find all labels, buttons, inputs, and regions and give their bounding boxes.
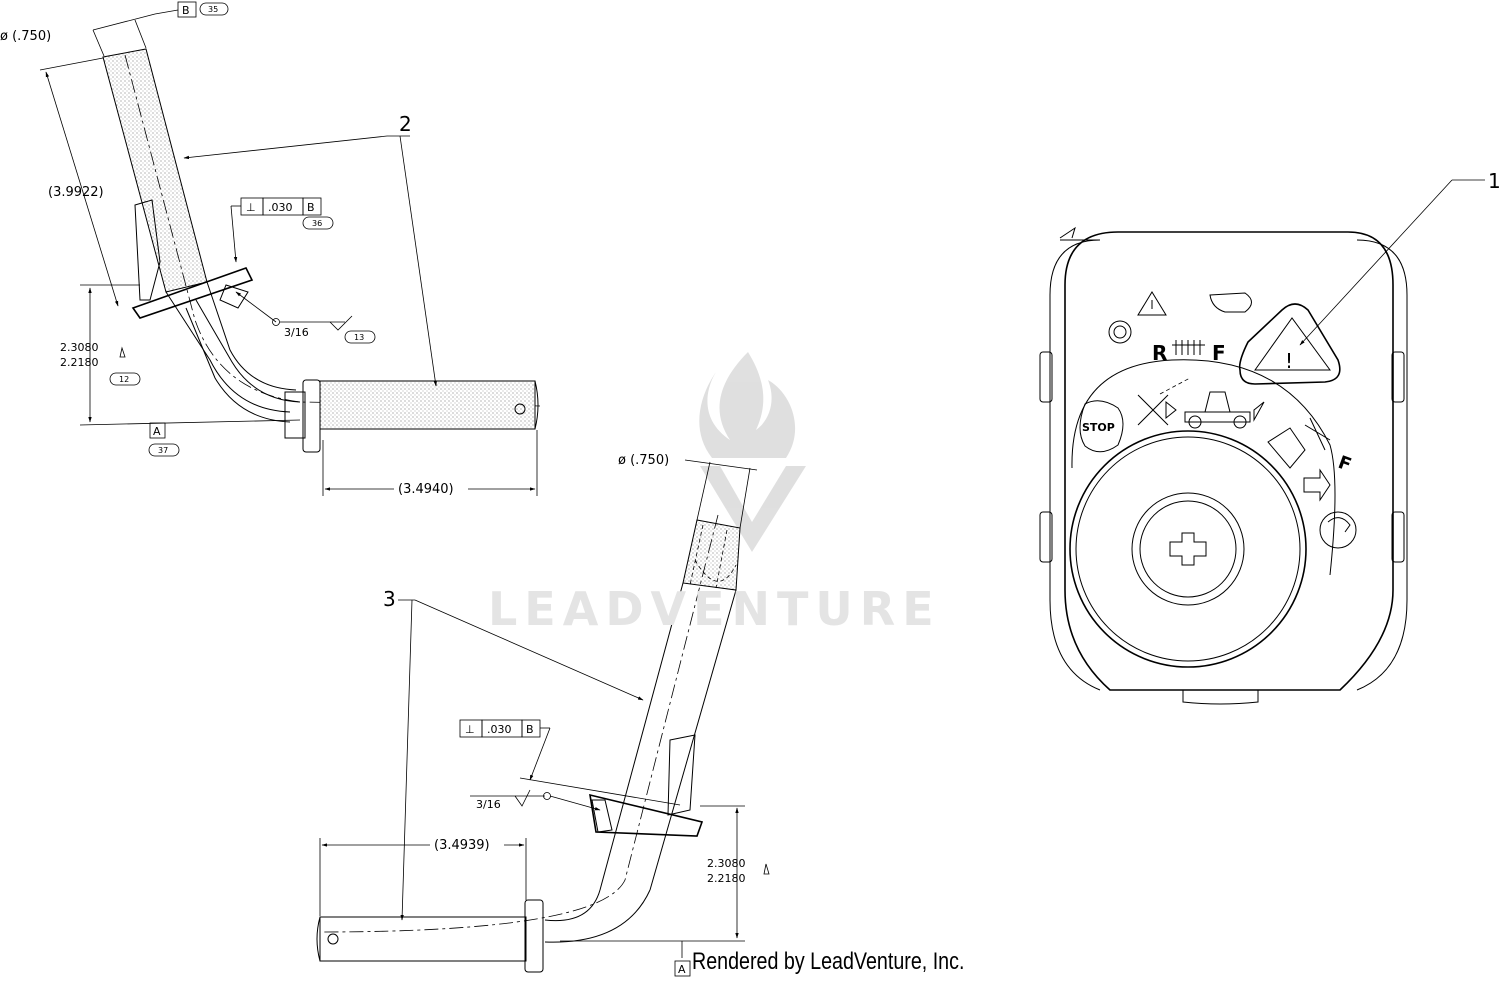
dim-upper-leg: (3.4940) (398, 482, 454, 497)
shaft-upper-bend-edge2 (195, 299, 301, 403)
callout-part-3: 3 (383, 587, 396, 611)
credit-text: Rendered by LeadVenture, Inc. (692, 948, 965, 975)
shaft-lower-leg (319, 916, 527, 962)
lower-perp-tolerance: .030 (487, 723, 512, 736)
watermark-text: LEADVENTURE (488, 582, 941, 636)
warning-triangle-icon (1254, 317, 1331, 371)
perp-ref: 36 (312, 219, 322, 228)
mower-icon (1184, 391, 1251, 429)
shaft-lower: ø (.750) ⊥ .030 B 3/16 (3.4939) 2.3080 (316, 453, 770, 977)
shaft-lower-gusset (667, 734, 696, 816)
perp-datum: B (307, 201, 315, 214)
shaft-upper-leg-end (534, 380, 539, 430)
lower-datum-a-label: A (678, 963, 686, 976)
caution-icon (1137, 291, 1167, 316)
dim-upper-dia-line (92, 13, 156, 31)
switch-tab-left-bottom (1039, 511, 1053, 563)
shaft-upper-bend-inner (206, 281, 297, 391)
no-person-icon (1137, 394, 1169, 426)
lower-height-min: 2.2180 (707, 872, 746, 885)
lower-perp-symbol: ⊥ (465, 723, 475, 736)
shaft-lower-collar (524, 899, 544, 973)
shaft-upper-hub (284, 391, 306, 439)
datum-b-label: B (182, 4, 190, 17)
reverse-label: R (1152, 341, 1167, 365)
shaft-upper-gusset (134, 199, 161, 301)
stop-label: STOP (1082, 421, 1115, 434)
warning-button (1238, 303, 1341, 385)
blade-icon (1304, 417, 1331, 451)
shaft-lower-centerline (319, 514, 719, 933)
shaft-lower-plate (589, 793, 704, 837)
shaft-lower-bend-outer (544, 889, 601, 922)
watermark-logo (699, 352, 806, 552)
perp-tolerance: .030 (268, 201, 293, 214)
switch-tab-right-top (1391, 351, 1405, 403)
switch-housing (1064, 231, 1394, 691)
down-arrow-icon (1303, 468, 1331, 502)
key-slot (1169, 532, 1207, 566)
switch-tab-right-bottom (1391, 511, 1405, 563)
ignition-switch: ! R F STOP F 1 (1039, 169, 1500, 705)
forward-label: F (1212, 341, 1226, 365)
callout-part-1: 1 (1488, 169, 1500, 193)
shaft-upper-pin-hole (514, 403, 526, 415)
shaft-upper-knurl (102, 48, 208, 293)
shaft-upper: ø (.750) B 35 (3.9922) ⊥ .030 B 36 3/16 (0, 1, 541, 497)
shaft-upper-leg-knurl (319, 380, 536, 430)
hand-icon (1209, 292, 1252, 313)
weld-ref: 13 (354, 333, 364, 342)
tooth-icon (1172, 340, 1205, 355)
stop-octagon-icon (1079, 400, 1124, 453)
shaft-upper-weld-bead (219, 284, 249, 309)
dim-lower-leg: (3.4939) (434, 838, 490, 853)
height-max: 2.3080 (60, 341, 99, 354)
datum-a-label: A (153, 425, 161, 438)
datum-a-ref: 37 (158, 446, 168, 455)
key-cylinder (1131, 492, 1245, 606)
shaft-lower-knurl (682, 519, 741, 591)
dim-upper-length-line (45, 71, 119, 307)
shaft-lower-bend-inner (544, 889, 651, 943)
switch-dial (1069, 430, 1307, 668)
dim-lower-diameter: ø (.750) (618, 453, 669, 468)
rotate-icon (1319, 511, 1357, 549)
shaft-upper-collar (302, 379, 321, 453)
operator-icon (1267, 427, 1306, 469)
shaft-upper-bend-edge (185, 307, 291, 423)
height-min: 2.2180 (60, 356, 99, 369)
datum-b-ref: 35 (208, 5, 218, 14)
height-ref: 12 (119, 375, 129, 384)
perp-symbol: ⊥ (246, 201, 256, 214)
shaft-upper-plate (131, 267, 254, 319)
warning-mark: ! (1285, 349, 1293, 373)
switch-tab-left-top (1039, 351, 1053, 403)
dim-upper-diameter: ø (.750) (0, 29, 51, 44)
callout-part-2: 2 (399, 112, 412, 136)
shaft-upper-bend-outer (165, 291, 291, 413)
shaft-upper-centerline (124, 54, 541, 407)
shaft-lower-pin-hole (327, 933, 339, 945)
lower-perp-datum: B (526, 723, 534, 736)
dim-upper-length: (3.9922) (48, 185, 104, 200)
lower-weld-size: 3/16 (476, 798, 501, 811)
power-indicator-icon (1108, 320, 1132, 344)
forward-label-2: F (1335, 452, 1354, 476)
lower-height-max: 2.3080 (707, 857, 746, 870)
weld-size: 3/16 (284, 326, 309, 339)
